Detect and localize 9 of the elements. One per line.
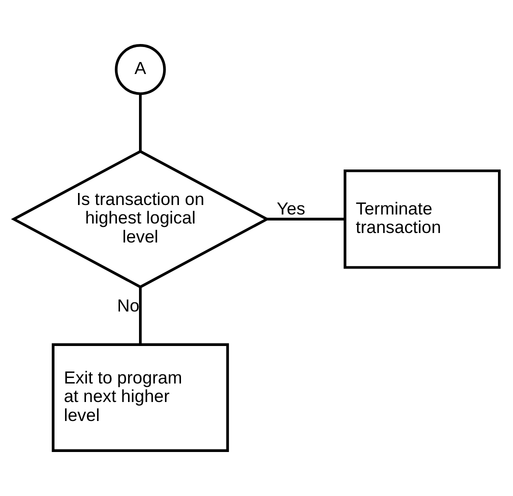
node-box: Terminate transaction bbox=[344, 170, 501, 269]
edge-label: Yes bbox=[276, 198, 306, 218]
connector bbox=[266, 218, 345, 220]
connector bbox=[139, 94, 142, 152]
connector bbox=[139, 286, 142, 345]
node-circle: A bbox=[114, 44, 166, 96]
edge-label: No bbox=[117, 295, 140, 316]
node-box: Exit to program at next higher level bbox=[52, 343, 229, 452]
node-diamond: Is transaction on highest logical level bbox=[10, 150, 270, 288]
